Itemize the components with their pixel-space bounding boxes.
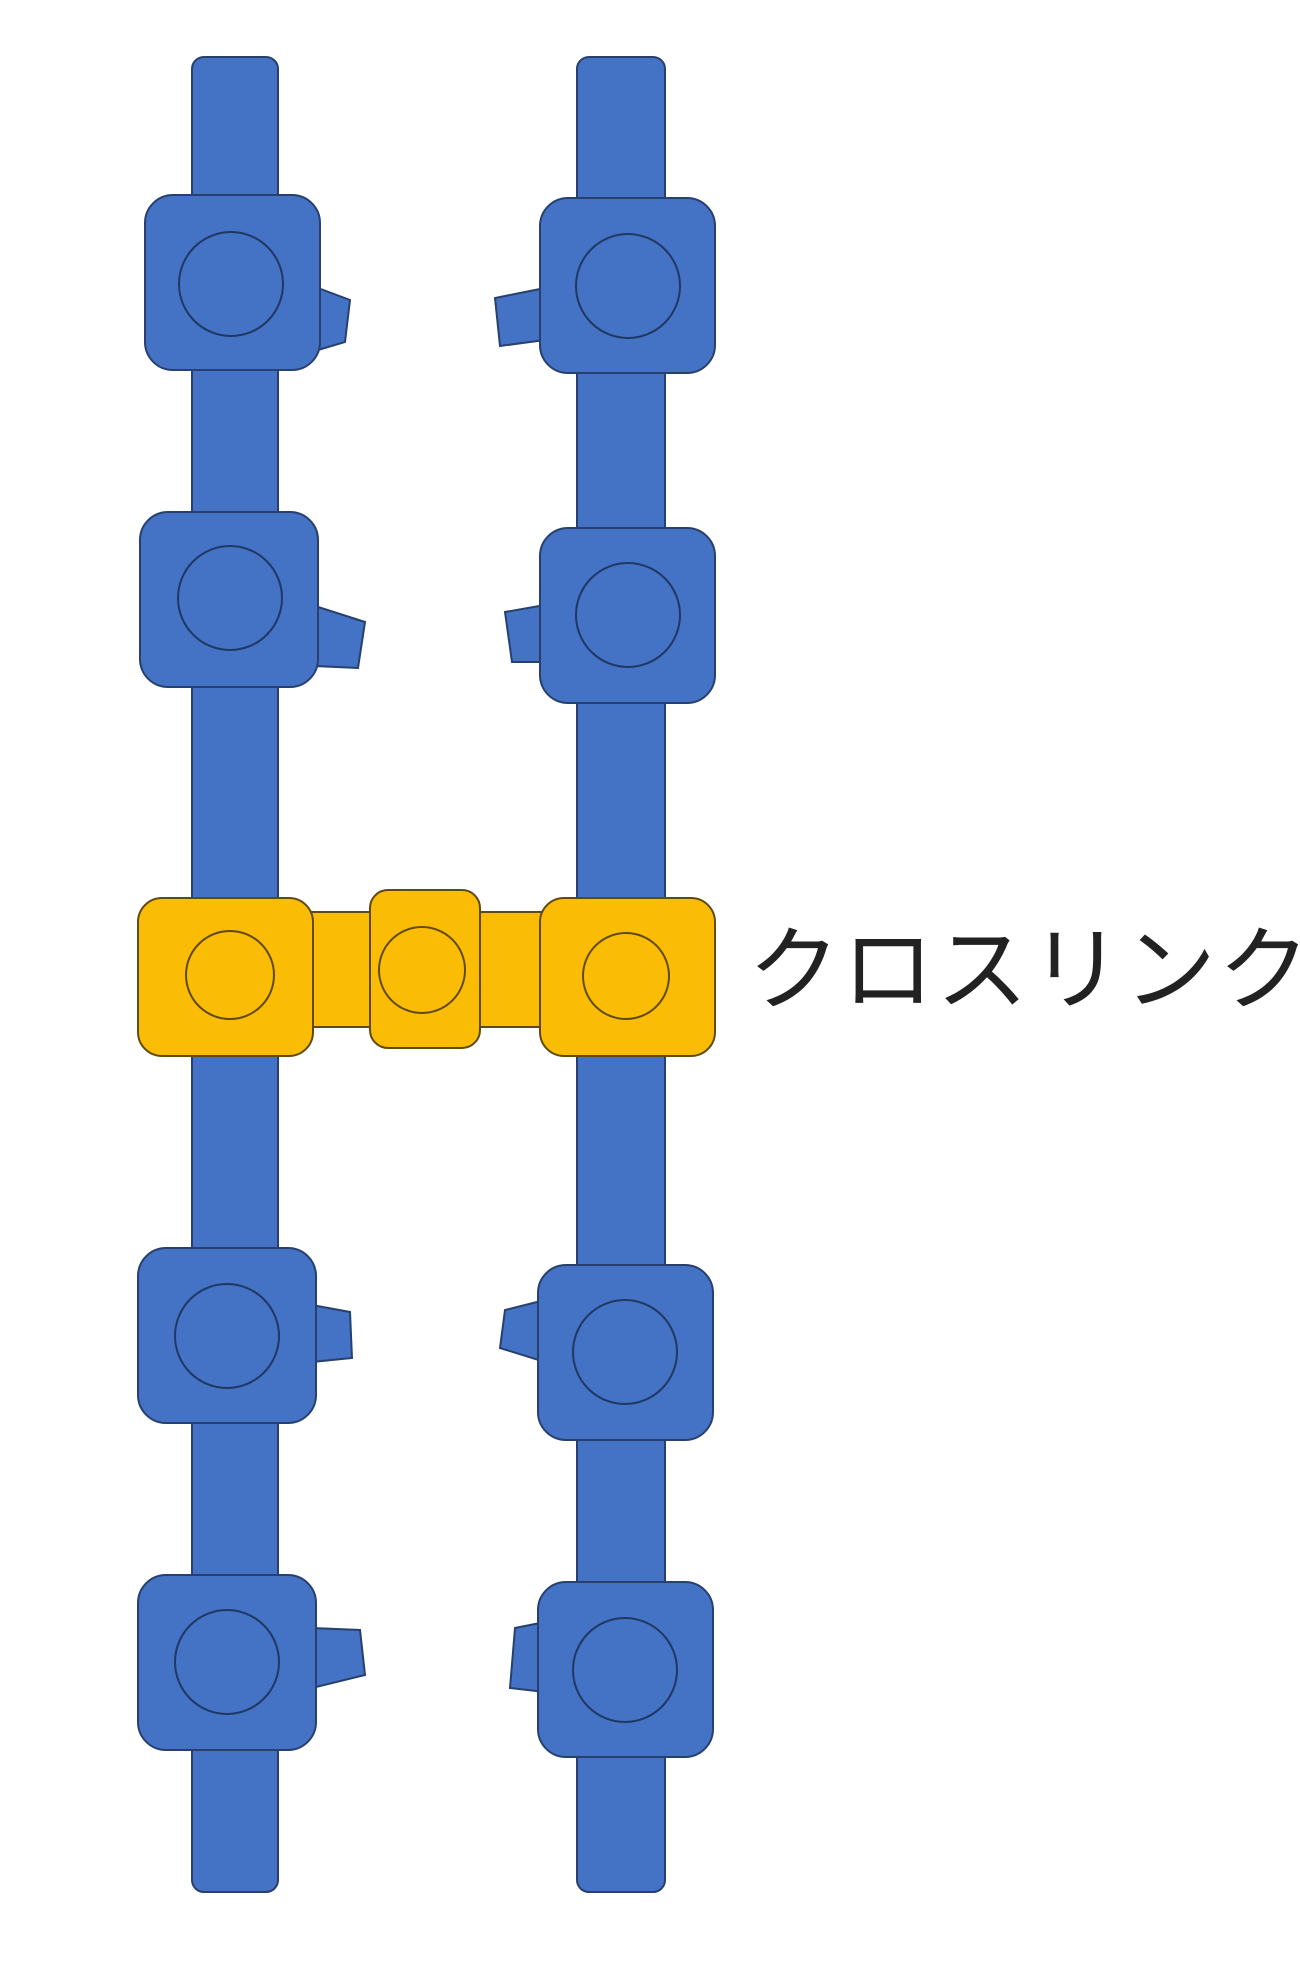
- right-screw-4: [508, 1581, 714, 1758]
- right-screw-1: [493, 197, 716, 374]
- left-screw-2: [139, 511, 367, 688]
- left-screw-3: [137, 1247, 354, 1424]
- crosslink: [137, 889, 716, 1057]
- right-screw-2: [503, 527, 716, 704]
- crosslink-label: クロスリンク: [748, 917, 1300, 1024]
- left-screw-4: [137, 1574, 367, 1751]
- left-screw-1: [144, 194, 352, 371]
- right-screw-3: [498, 1264, 714, 1441]
